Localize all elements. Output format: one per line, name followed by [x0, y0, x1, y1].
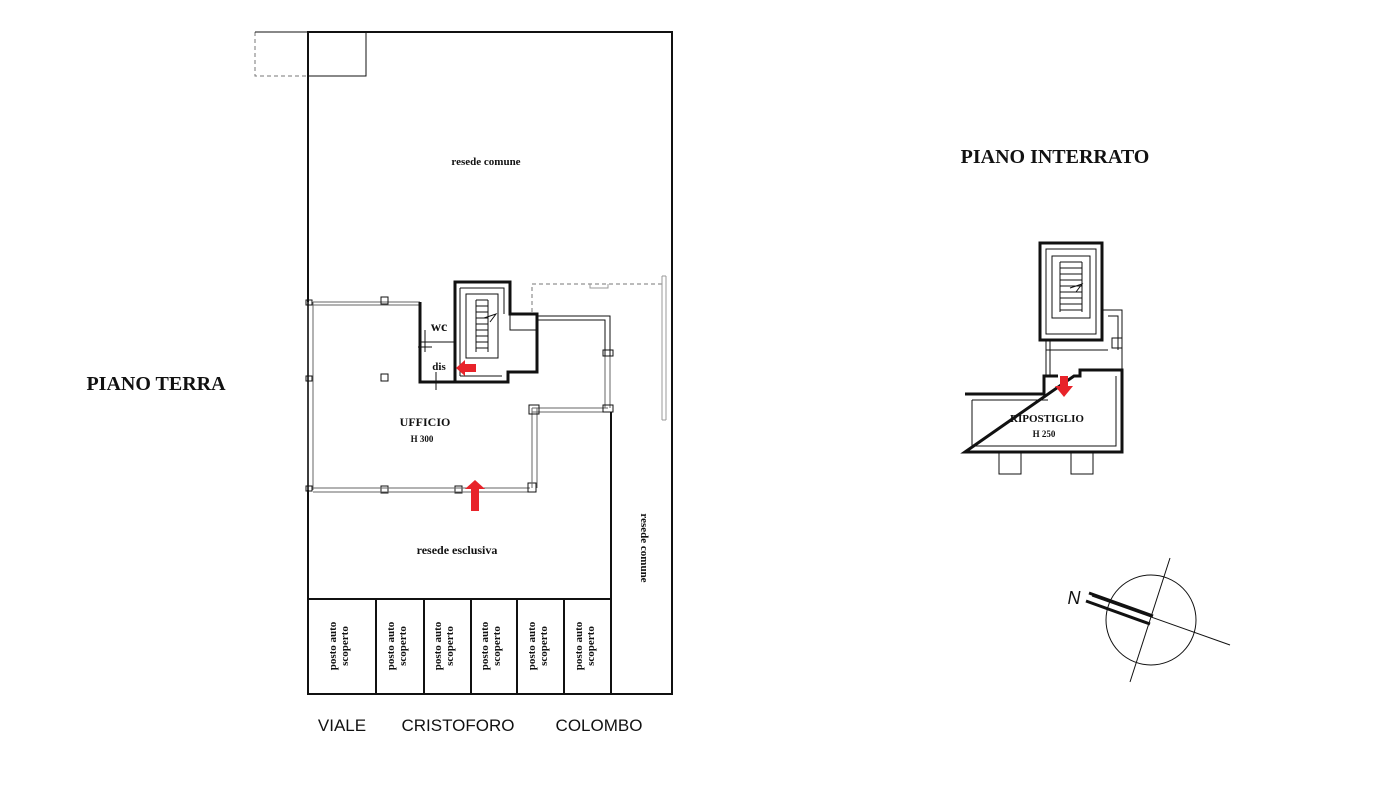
wc-label: wc [431, 320, 447, 335]
office-height-label: H 300 [411, 434, 434, 444]
office-label: UFFICIO [400, 415, 451, 429]
parking-label: posto autoscoperto [573, 621, 597, 670]
basement-plan: PIANO INTERRATO RIPOSTIGLIO H 250 [960, 146, 1150, 475]
basement-arrow-icon [1055, 376, 1073, 397]
parking-space-5: posto autoscoperto [526, 621, 550, 670]
ground-floor-plan: resede comune wc dis UFFICIO H 300 resed… [86, 31, 673, 695]
wc-block [418, 302, 455, 390]
street-word-2: CRISTOFORO [401, 716, 514, 735]
parking-row [308, 598, 611, 694]
exclusive-yard-label: resede esclusiva [417, 543, 498, 557]
basement-stair-shaft [1038, 241, 1104, 342]
basement-footing [998, 451, 1022, 475]
parking-label: posto autoscoperto [432, 621, 456, 670]
storage-room-height: H 250 [1033, 429, 1056, 439]
property-boundary [307, 31, 673, 695]
north-label: N [1068, 588, 1082, 608]
upper-dashed-outline [531, 283, 662, 312]
internal-arrow-icon [456, 360, 476, 376]
basement-footing [1070, 451, 1094, 475]
parking-space-4: posto autoscoperto [479, 621, 503, 670]
annex-outline [255, 31, 367, 77]
storage-room-label: RIPOSTIGLIO [1010, 413, 1084, 425]
common-yard-top-label: resede comune [451, 156, 520, 168]
parking-label: posto autoscoperto [479, 621, 503, 670]
parking-space-3: posto autoscoperto [432, 621, 456, 670]
parking-space-2: posto autoscoperto [385, 621, 409, 670]
entrance-arrow-icon [465, 480, 485, 511]
dis-label: dis [432, 361, 446, 373]
street-name: VIALE CRISTOFORO COLOMBO [318, 716, 643, 735]
office-block [305, 296, 614, 494]
storage-room-walls [960, 368, 1124, 454]
parking-label: posto autoscoperto [526, 621, 550, 670]
parking-space-6: posto autoscoperto [573, 621, 597, 670]
annex-dashed-outline [254, 32, 308, 77]
ground-floor-title: PIANO TERRA [86, 373, 226, 395]
street-word-1: VIALE [318, 716, 366, 735]
parking-label: posto autoscoperto [327, 621, 351, 670]
basement-title: PIANO INTERRATO [961, 146, 1150, 168]
north-compass-icon: N [1068, 557, 1231, 683]
parking-space-1: posto autoscoperto [327, 621, 351, 670]
stair-core [453, 280, 539, 384]
common-yard-side-label: resede comune [638, 513, 650, 582]
street-word-3: COLOMBO [556, 716, 643, 735]
parking-label: posto autoscoperto [385, 621, 409, 670]
right-edge-strip [661, 275, 667, 421]
